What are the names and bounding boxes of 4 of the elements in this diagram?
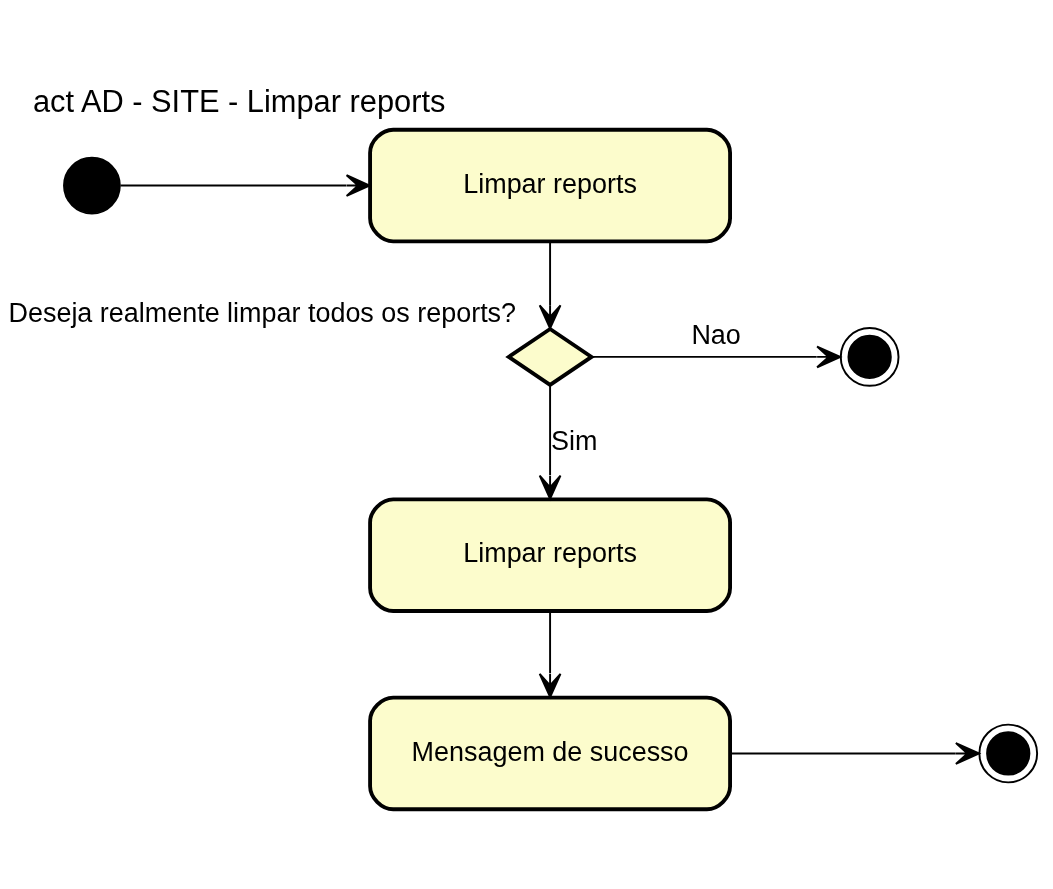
node-label: Deseja realmente limpar todos os reports? [8,297,517,328]
edge-label: Sim [550,425,598,456]
diagram-title: act AD - SITE - Limpar reports [32,84,446,120]
edge-label: Nao [691,319,741,350]
